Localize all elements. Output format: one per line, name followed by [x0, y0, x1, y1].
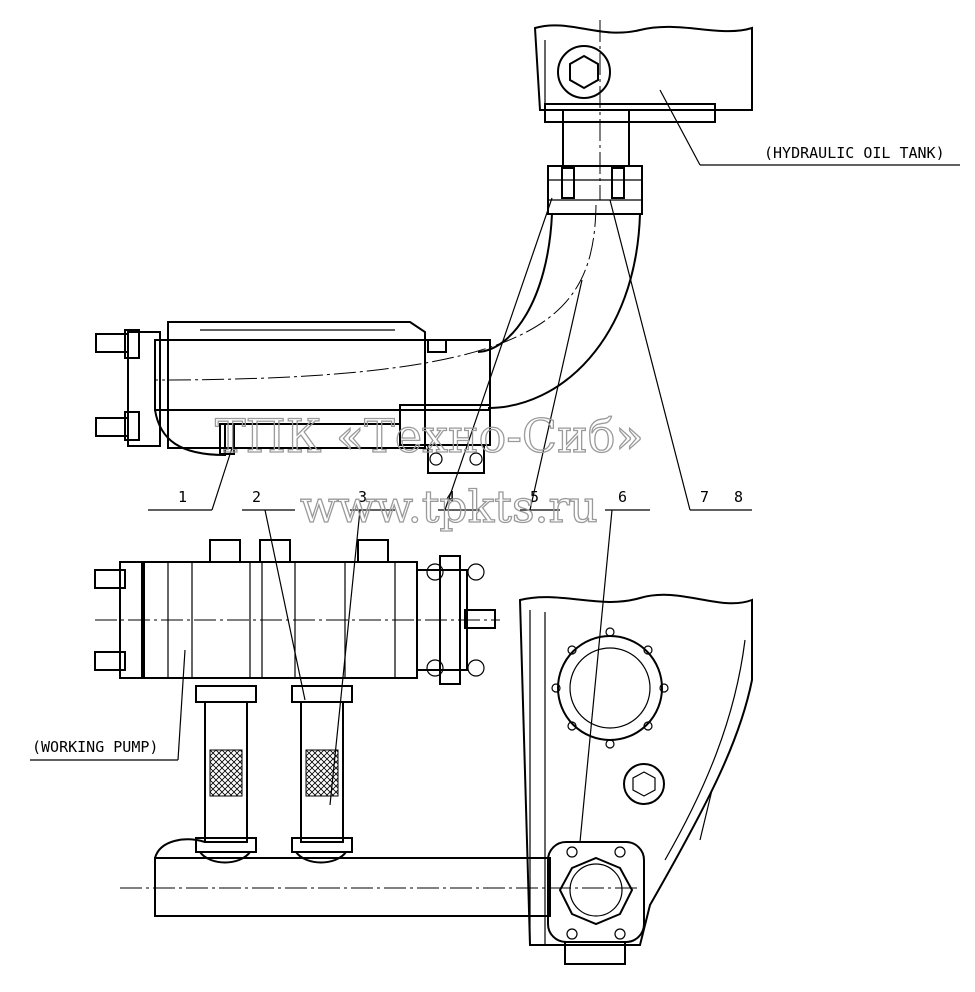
part-number-3: 3	[358, 488, 367, 506]
watermark-site: www.tpkts.ru	[300, 482, 598, 533]
part-number-6: 6	[618, 488, 627, 506]
working-pump	[94, 539, 500, 685]
upper-pump-assembly	[95, 321, 491, 474]
frame-housing	[518, 593, 753, 946]
part-number-8: 8	[734, 488, 743, 506]
hydraulic-oil-tank-label: (HYDRAULIC OIL TANK)	[764, 144, 945, 162]
part-number-4: 4	[446, 488, 455, 506]
working-pump-label: (WORKING PUMP)	[32, 738, 158, 756]
leader-lines	[30, 89, 960, 843]
suction-flange	[547, 841, 645, 965]
part-number-2: 2	[252, 488, 261, 506]
suction-pipe	[155, 204, 641, 409]
suction-manifold	[120, 838, 640, 917]
lower-hoses	[195, 685, 353, 864]
tank-flange	[547, 165, 643, 215]
watermark-company: ТПК «Техно-Сиб»	[215, 409, 644, 463]
part-number-labels: 1 2 3 4 5 6 7 8	[178, 488, 743, 506]
hydraulic-oil-tank	[533, 20, 753, 200]
part-number-5: 5	[530, 488, 539, 506]
part-number-1: 1	[178, 488, 187, 506]
part-number-7: 7	[700, 488, 709, 506]
